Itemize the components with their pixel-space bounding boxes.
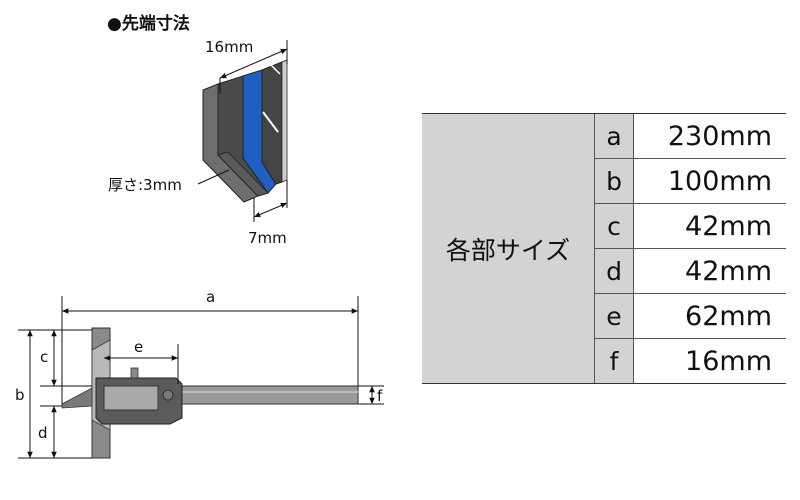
size-key: d (594, 248, 634, 294)
label-c: c (40, 348, 48, 366)
size-value: 42mm (633, 203, 786, 249)
size-key: b (594, 158, 634, 204)
size-row: d 42mm (422, 248, 786, 294)
dim-c (40, 330, 92, 387)
label-b: b (15, 386, 25, 404)
size-row: b 100mm (422, 158, 786, 204)
dim-16mm (219, 40, 288, 94)
label-a: a (206, 288, 215, 306)
size-row: 各部サイズ a 230mm (422, 113, 786, 384)
size-table-header: 各部サイズ (422, 113, 595, 384)
size-value: 230mm (633, 113, 786, 159)
label-f: f (377, 387, 383, 405)
size-value: 62mm (633, 293, 786, 339)
size-key: c (594, 203, 634, 249)
tip-thickness-label: 厚さ:3mm (108, 176, 182, 194)
tip-7mm-label: 7mm (248, 229, 287, 247)
label-e: e (134, 338, 143, 356)
tip-title: ●先端寸法 (107, 13, 190, 34)
dim-e (104, 344, 179, 384)
size-row: f 16mm (422, 338, 786, 384)
thickness-leader (197, 169, 230, 185)
size-key: a (594, 113, 634, 159)
tip-width-label: 16mm (205, 38, 253, 56)
dim-f (358, 385, 384, 405)
size-key: e (594, 293, 634, 339)
size-row: e 62mm (422, 293, 786, 339)
size-value: 100mm (633, 158, 786, 204)
dim-d (40, 405, 62, 458)
caliper-illustration (61, 327, 359, 459)
size-row: c 42mm (422, 203, 786, 249)
size-key: f (594, 338, 634, 384)
size-table: 各部サイズ a 230mm b 100mm c 42mm d 42mm e 62… (422, 113, 786, 384)
size-value: 16mm (633, 338, 786, 384)
label-d: d (38, 424, 48, 442)
tip-illustration (202, 59, 288, 203)
dim-7mm (253, 180, 288, 222)
size-value: 42mm (633, 248, 786, 294)
